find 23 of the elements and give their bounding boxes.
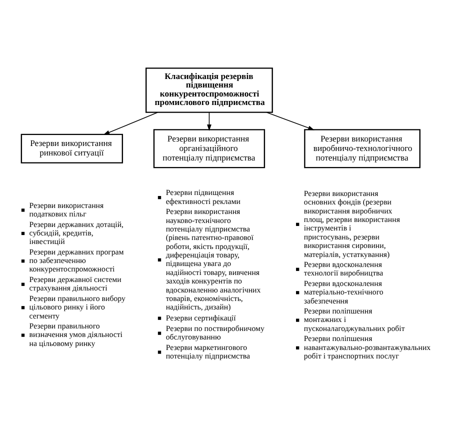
node-box: Резерви використання виробничо-технологічного потенціалу підприємства <box>304 129 420 168</box>
node-label: Резерви використання податкових пільг <box>29 200 104 218</box>
node-label: Резерви сертифікації <box>166 313 236 322</box>
node-label: Резерви вдосконалення матеріально-технічного забезпечення <box>304 278 384 306</box>
node-label: Резерви по поствиробничому обслуговуванню <box>166 324 264 342</box>
arrow <box>103 112 158 135</box>
arrow <box>266 112 314 130</box>
node-label: Резерви правильного визначення умов діяльності на цільовому ринку <box>29 322 122 348</box>
node-box: Резерви використання ринкової ситуації <box>20 134 124 164</box>
node-label: Резерви маркетингового потенціалу підприємства <box>166 342 250 361</box>
node-label: Резерви державних дотацій, субсидій, кредитів, інвестицій <box>29 220 124 246</box>
arrow <box>207 112 212 131</box>
node-label: Резерви поліпшення навантажувально-розвантажувальних робіт і транспортних послуг <box>304 334 431 361</box>
node-box: Резерви використання організаційного потенціалу підприємства <box>153 129 266 168</box>
node-box: Класифікація резервів підвищення конкурентоспроможності промислового підприємства <box>146 68 273 113</box>
node-label: Резерви вдосконалення технології виробництва <box>304 260 384 278</box>
node-label: Резерви правильного вибору цільового ринку і його сегменту <box>29 294 126 320</box>
node-label: Резерви використання науково-технічного потенціалу підприємства (рівень патентно-правової роботи, якість продукції, диференціація товару, підвищена увага до надійності товару, вивчення заходів конкурентів по вдосконаленню аналогічних товарів, економічність, надійність, дизайн) <box>166 207 261 312</box>
node-label: Резерви поліпшення монтажних і пусконалагоджувальних робіт <box>304 306 405 333</box>
node-label: Резерви державних програм по забезпеченню конкурентоспроможності <box>29 247 124 274</box>
node-label: Резерви використання основних фондів (резерви використання виробничих площ, резерви використання інструментів і пристосувань, резерви використання сировини, матеріалів, устаткування) <box>304 188 400 259</box>
node-label: Резерви підвищення ефективності реклами <box>166 188 240 206</box>
node-label: Резерви державної системи страхування діяльності <box>29 274 122 293</box>
